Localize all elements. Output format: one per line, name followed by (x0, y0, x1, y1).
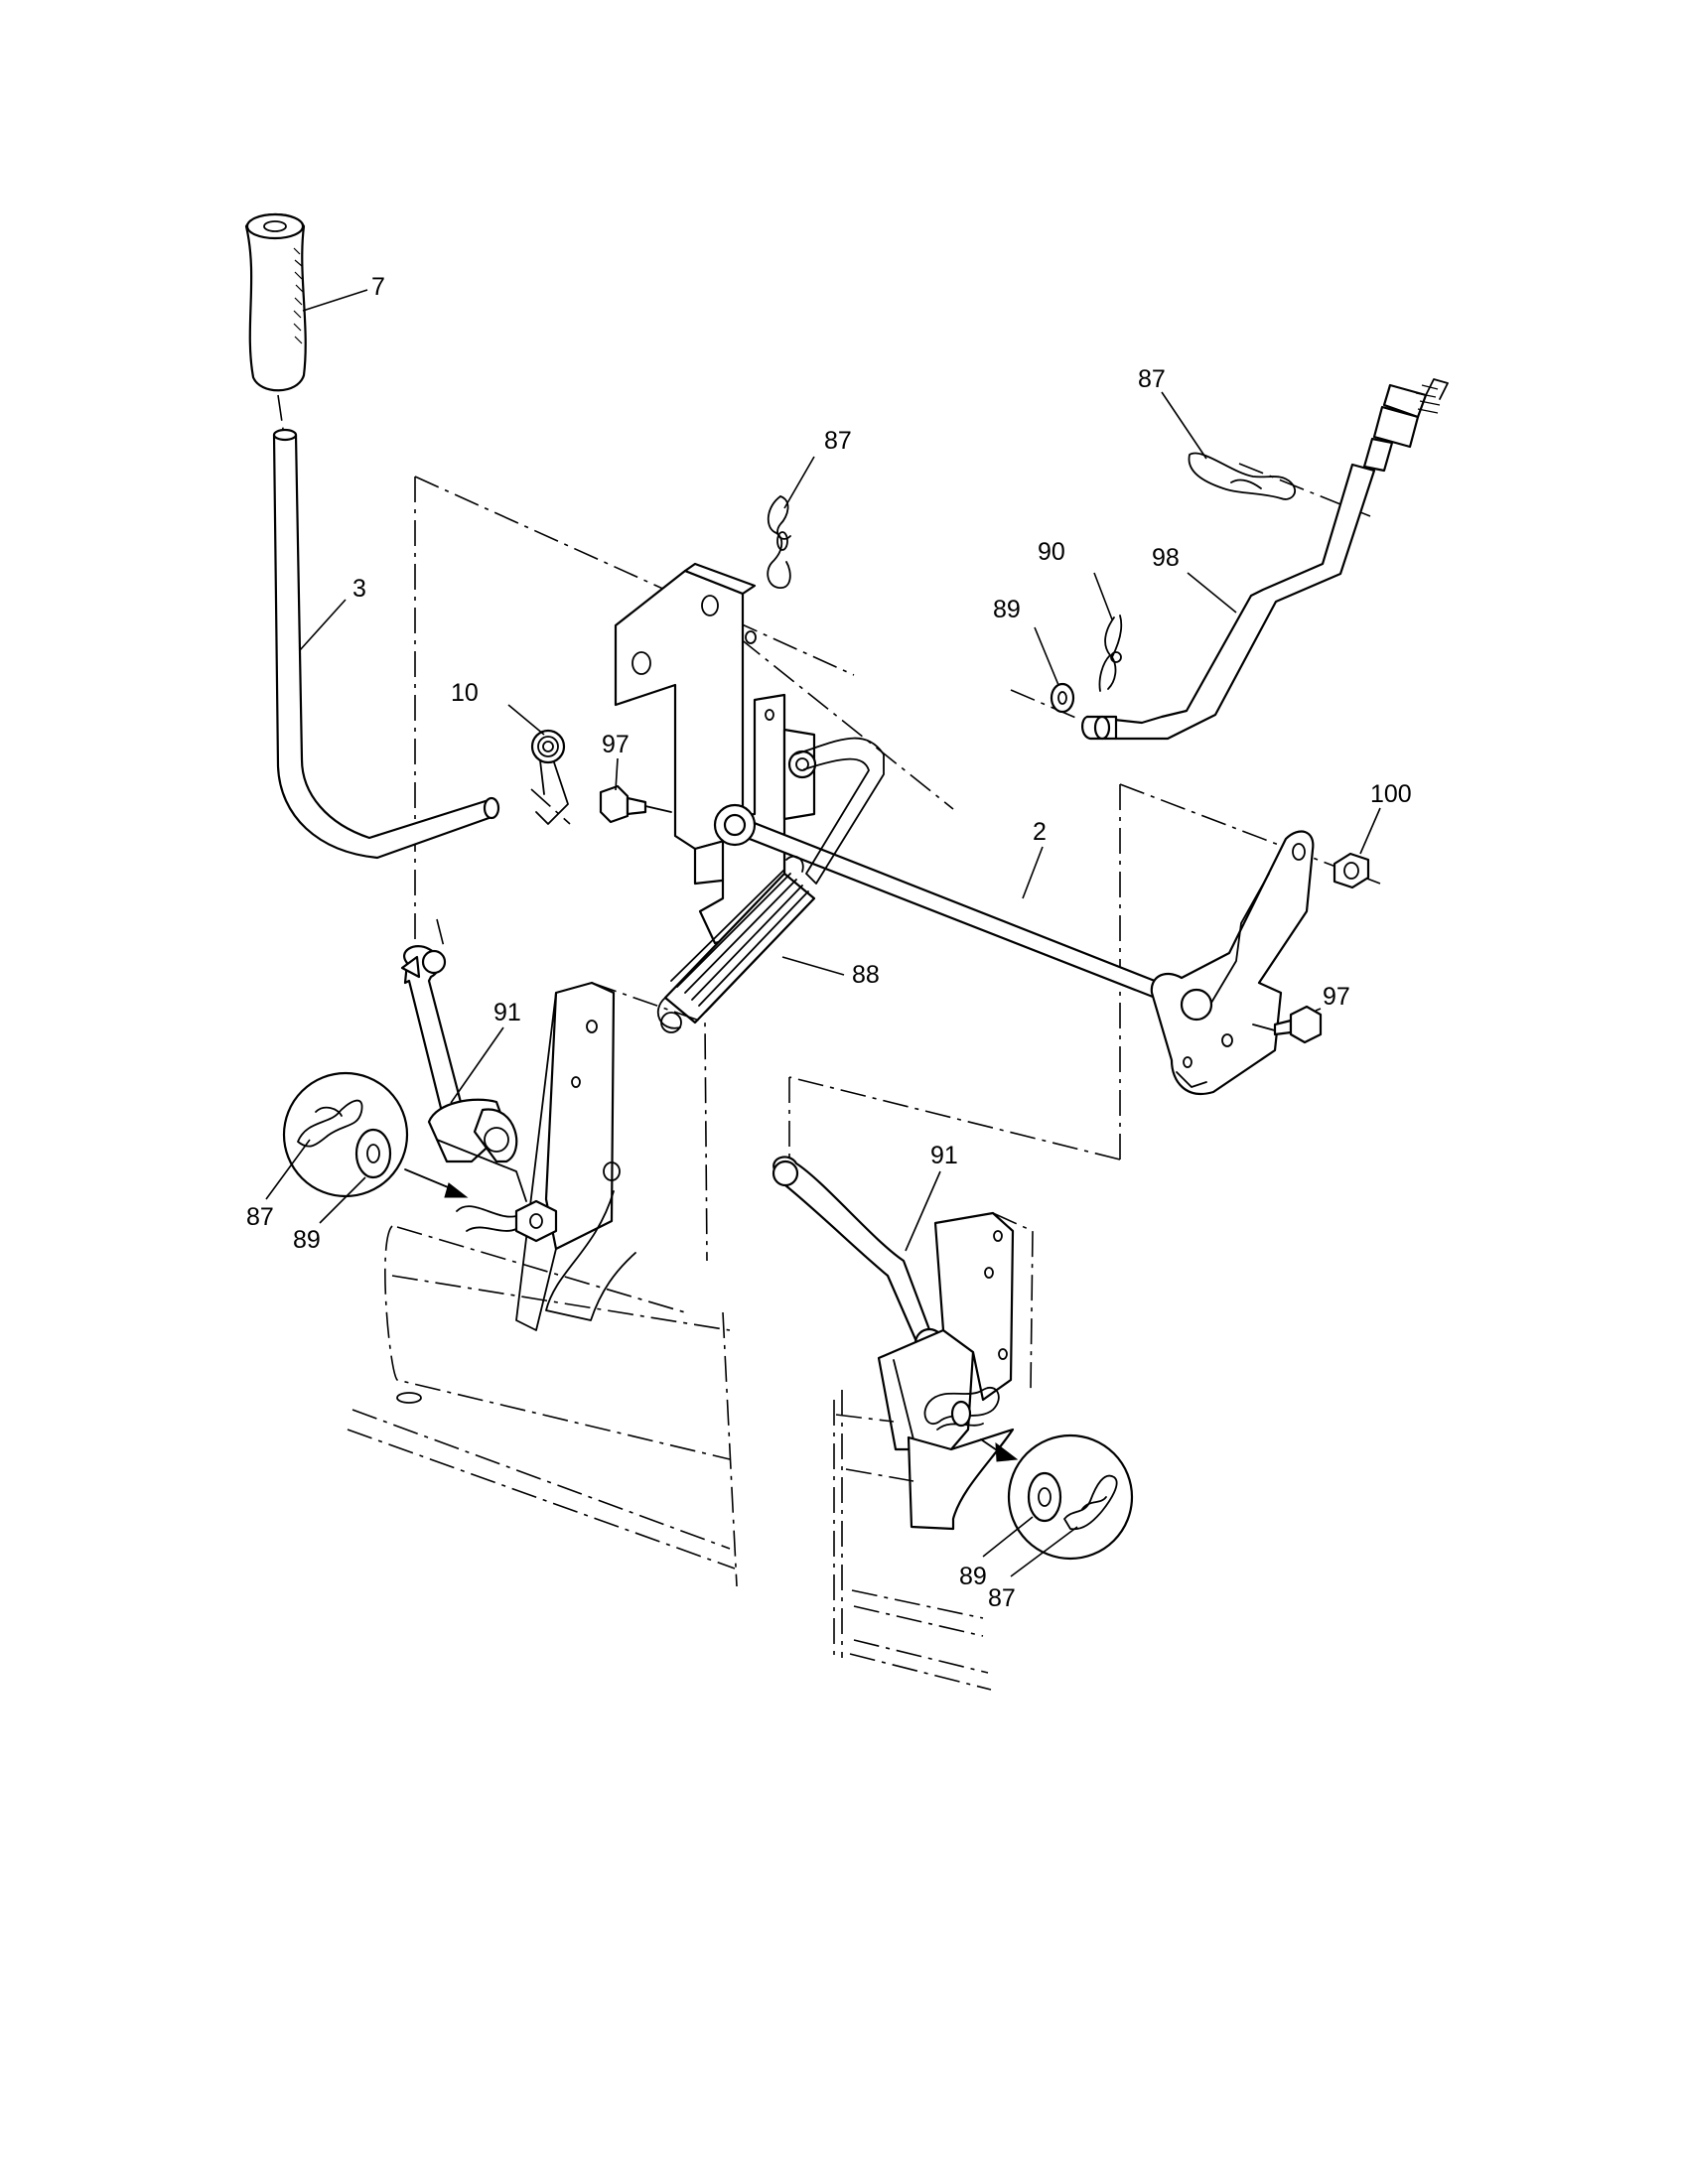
hex-bolt-right-part (1252, 1005, 1323, 1044)
callout-clip-87-right: 87 (1138, 365, 1166, 393)
callout-spring-88: 88 (852, 961, 880, 989)
callout-grip-7: 7 (371, 273, 385, 301)
callout-bolt-97-left: 97 (602, 731, 630, 758)
washer-top-part (1050, 682, 1075, 714)
callout-labels: 7 3 10 97 87 87 90 89 98 2 100 97 88 91 … (246, 273, 1412, 1612)
callout-clip-87-left-detail: 87 (246, 1203, 274, 1231)
cotter-pin-part (1098, 614, 1123, 692)
callout-washer-89-top: 89 (993, 596, 1021, 623)
callout-lever-3: 3 (352, 575, 366, 603)
hand-grip-part (244, 212, 307, 430)
leader-lines (265, 289, 1381, 1577)
callout-pin-90: 90 (1038, 538, 1065, 566)
callout-shaft-2: 2 (1033, 818, 1047, 846)
callout-rod-98: 98 (1152, 544, 1180, 572)
hairpin-clip-top-part (767, 495, 791, 589)
callout-bolt-97-right: 97 (1323, 983, 1350, 1011)
hex-nut-part (1333, 852, 1370, 889)
detail-circle-left (282, 1071, 469, 1198)
callout-nut-100: 100 (1370, 780, 1412, 808)
lift-lever-part (272, 428, 500, 860)
lift-link-right-part (772, 1156, 1034, 1691)
callout-spring-10: 10 (451, 679, 479, 707)
lift-link-left-part (347, 945, 738, 1587)
hex-bolt-left-part (599, 784, 672, 824)
torsion-spring-part (530, 729, 569, 825)
callout-washer-89-right-detail: 89 (959, 1563, 987, 1590)
extension-spring-part (656, 855, 816, 1033)
callout-link-91-left: 91 (493, 999, 521, 1026)
lift-arm-right-part (1150, 830, 1315, 1095)
adjustment-rod-part (1081, 378, 1449, 741)
callout-clip-87-top: 87 (824, 427, 852, 455)
detail-circle-right (1007, 1433, 1134, 1561)
hairpin-clip-right-part (1188, 452, 1296, 500)
callout-link-91-right: 91 (930, 1142, 958, 1169)
callout-washer-89-left-detail: 89 (293, 1226, 321, 1254)
callout-clip-87-right-detail: 87 (988, 1584, 1016, 1612)
